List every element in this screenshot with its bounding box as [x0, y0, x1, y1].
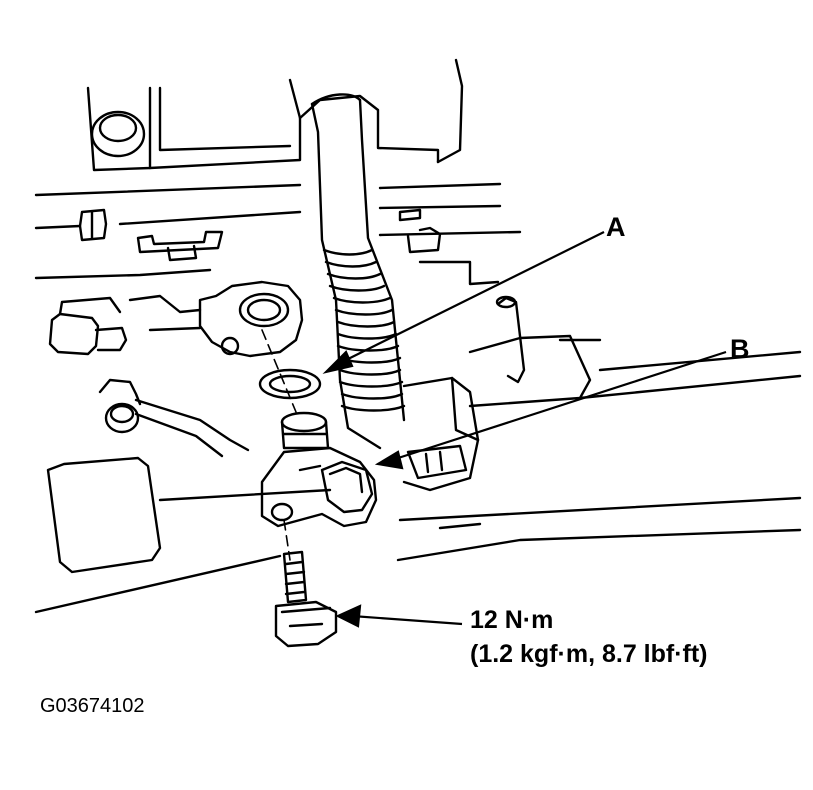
connector-block — [402, 376, 480, 492]
callout-a-label: A — [606, 212, 626, 242]
leader-torque — [351, 614, 463, 626]
arrow-a — [322, 350, 354, 374]
torque-spec-primary: 12 N·m — [470, 606, 554, 634]
leader-lines — [322, 231, 727, 628]
rail-clips — [136, 208, 442, 262]
o-ring — [258, 368, 322, 400]
corrugated-hose — [310, 93, 406, 450]
left-bracket — [48, 296, 128, 356]
mounting-bolt — [274, 550, 338, 648]
left-fitting — [78, 208, 108, 242]
arrow-torque — [335, 604, 362, 628]
arrow-b — [374, 450, 404, 470]
lower-left-shield — [34, 456, 332, 614]
engine-block — [34, 58, 522, 286]
torque-spec-secondary: (1.2 kgf·m, 8.7 lbf·ft) — [470, 640, 708, 668]
callout-b-label: B — [730, 334, 750, 364]
figure-code: G03674102 — [40, 695, 145, 717]
right-bracket — [468, 295, 802, 408]
cap-top-left — [90, 110, 146, 158]
camshaft-sensor — [260, 411, 378, 528]
harness-plug — [98, 378, 250, 458]
leader-b — [391, 350, 727, 462]
mount-boss — [128, 280, 304, 358]
leader-a — [337, 231, 605, 365]
lower-housing — [396, 496, 802, 562]
